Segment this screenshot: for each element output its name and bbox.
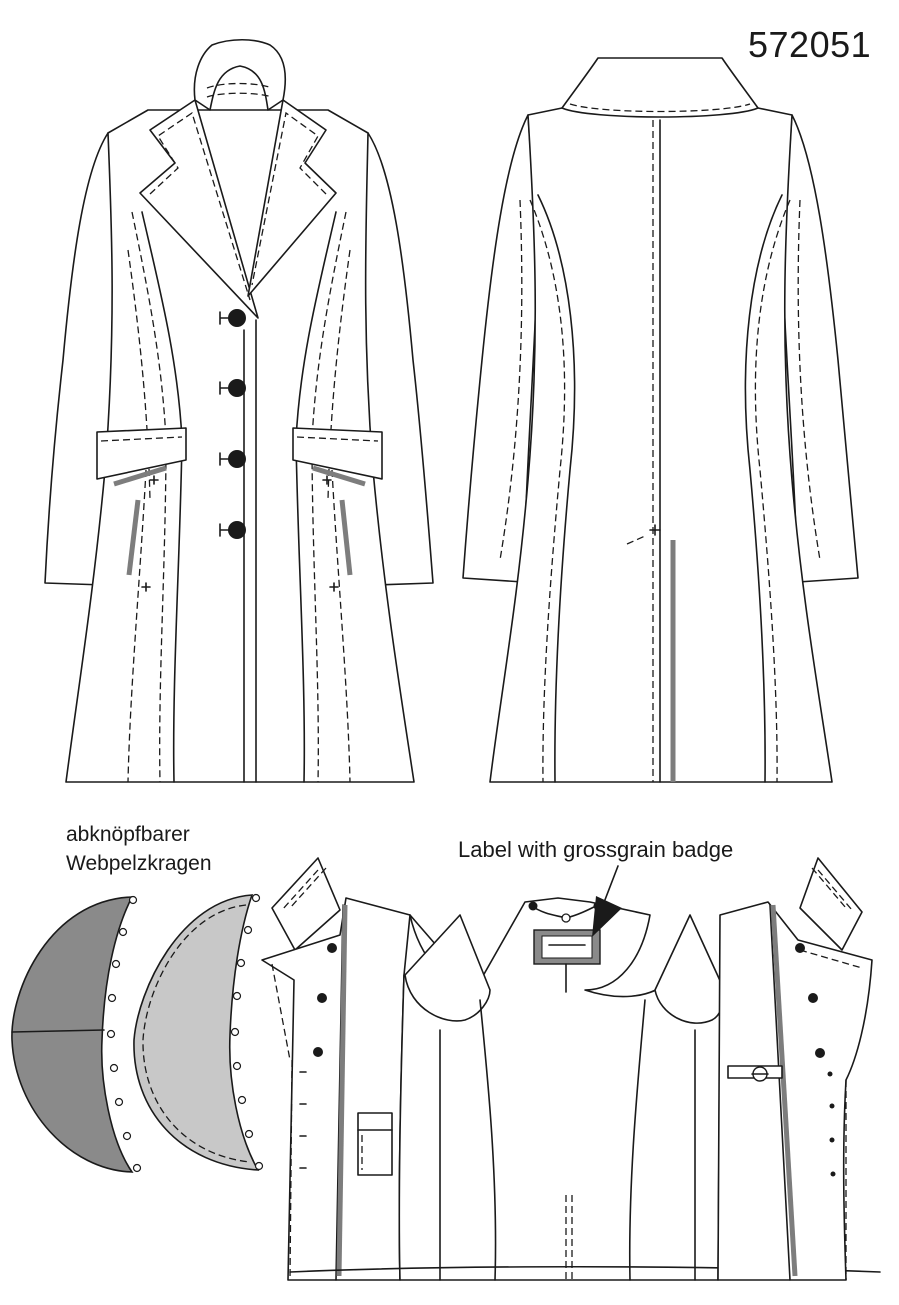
back-right-sleeve <box>781 114 859 583</box>
label-callout: Label with grossgrain badge <box>458 837 734 862</box>
back-left-sleeve <box>462 114 539 583</box>
button-4 <box>228 521 246 539</box>
collar-caption-line-1: abknöpfbarer <box>66 823 190 846</box>
fur-collar-lining-loops <box>230 893 264 1171</box>
fur-collar-outer-loops <box>106 895 142 1173</box>
coat-back-view <box>462 57 859 783</box>
front-left-lapel <box>139 99 259 319</box>
back-collar <box>561 57 759 118</box>
grosgrain-label <box>528 901 603 993</box>
fur-collar-lining-side <box>133 894 260 1171</box>
collar-caption-line-2: Webpelzkragen <box>66 852 212 875</box>
detachable-collar-caption: abknöpfbarer Webpelzkragen <box>66 820 286 878</box>
coat-inside-view <box>261 857 881 1281</box>
front-left-pocket-flap <box>96 427 187 480</box>
front-buttons <box>219 309 246 539</box>
button-1 <box>228 309 246 327</box>
inside-pocket-left <box>357 1112 393 1176</box>
front-right-lapel <box>247 99 337 297</box>
front-body <box>65 109 415 783</box>
back-body <box>489 107 833 783</box>
pattern-number: 572051 <box>748 24 872 65</box>
button-2 <box>228 379 246 397</box>
front-collar <box>193 38 286 111</box>
detachable-fur-collar <box>11 893 264 1173</box>
fur-collar-outer-side <box>11 896 134 1173</box>
front-right-pocket-flap <box>292 427 383 480</box>
button-3 <box>228 450 246 468</box>
coat-front-view <box>44 38 434 783</box>
label-pointer-arrow <box>592 865 622 937</box>
